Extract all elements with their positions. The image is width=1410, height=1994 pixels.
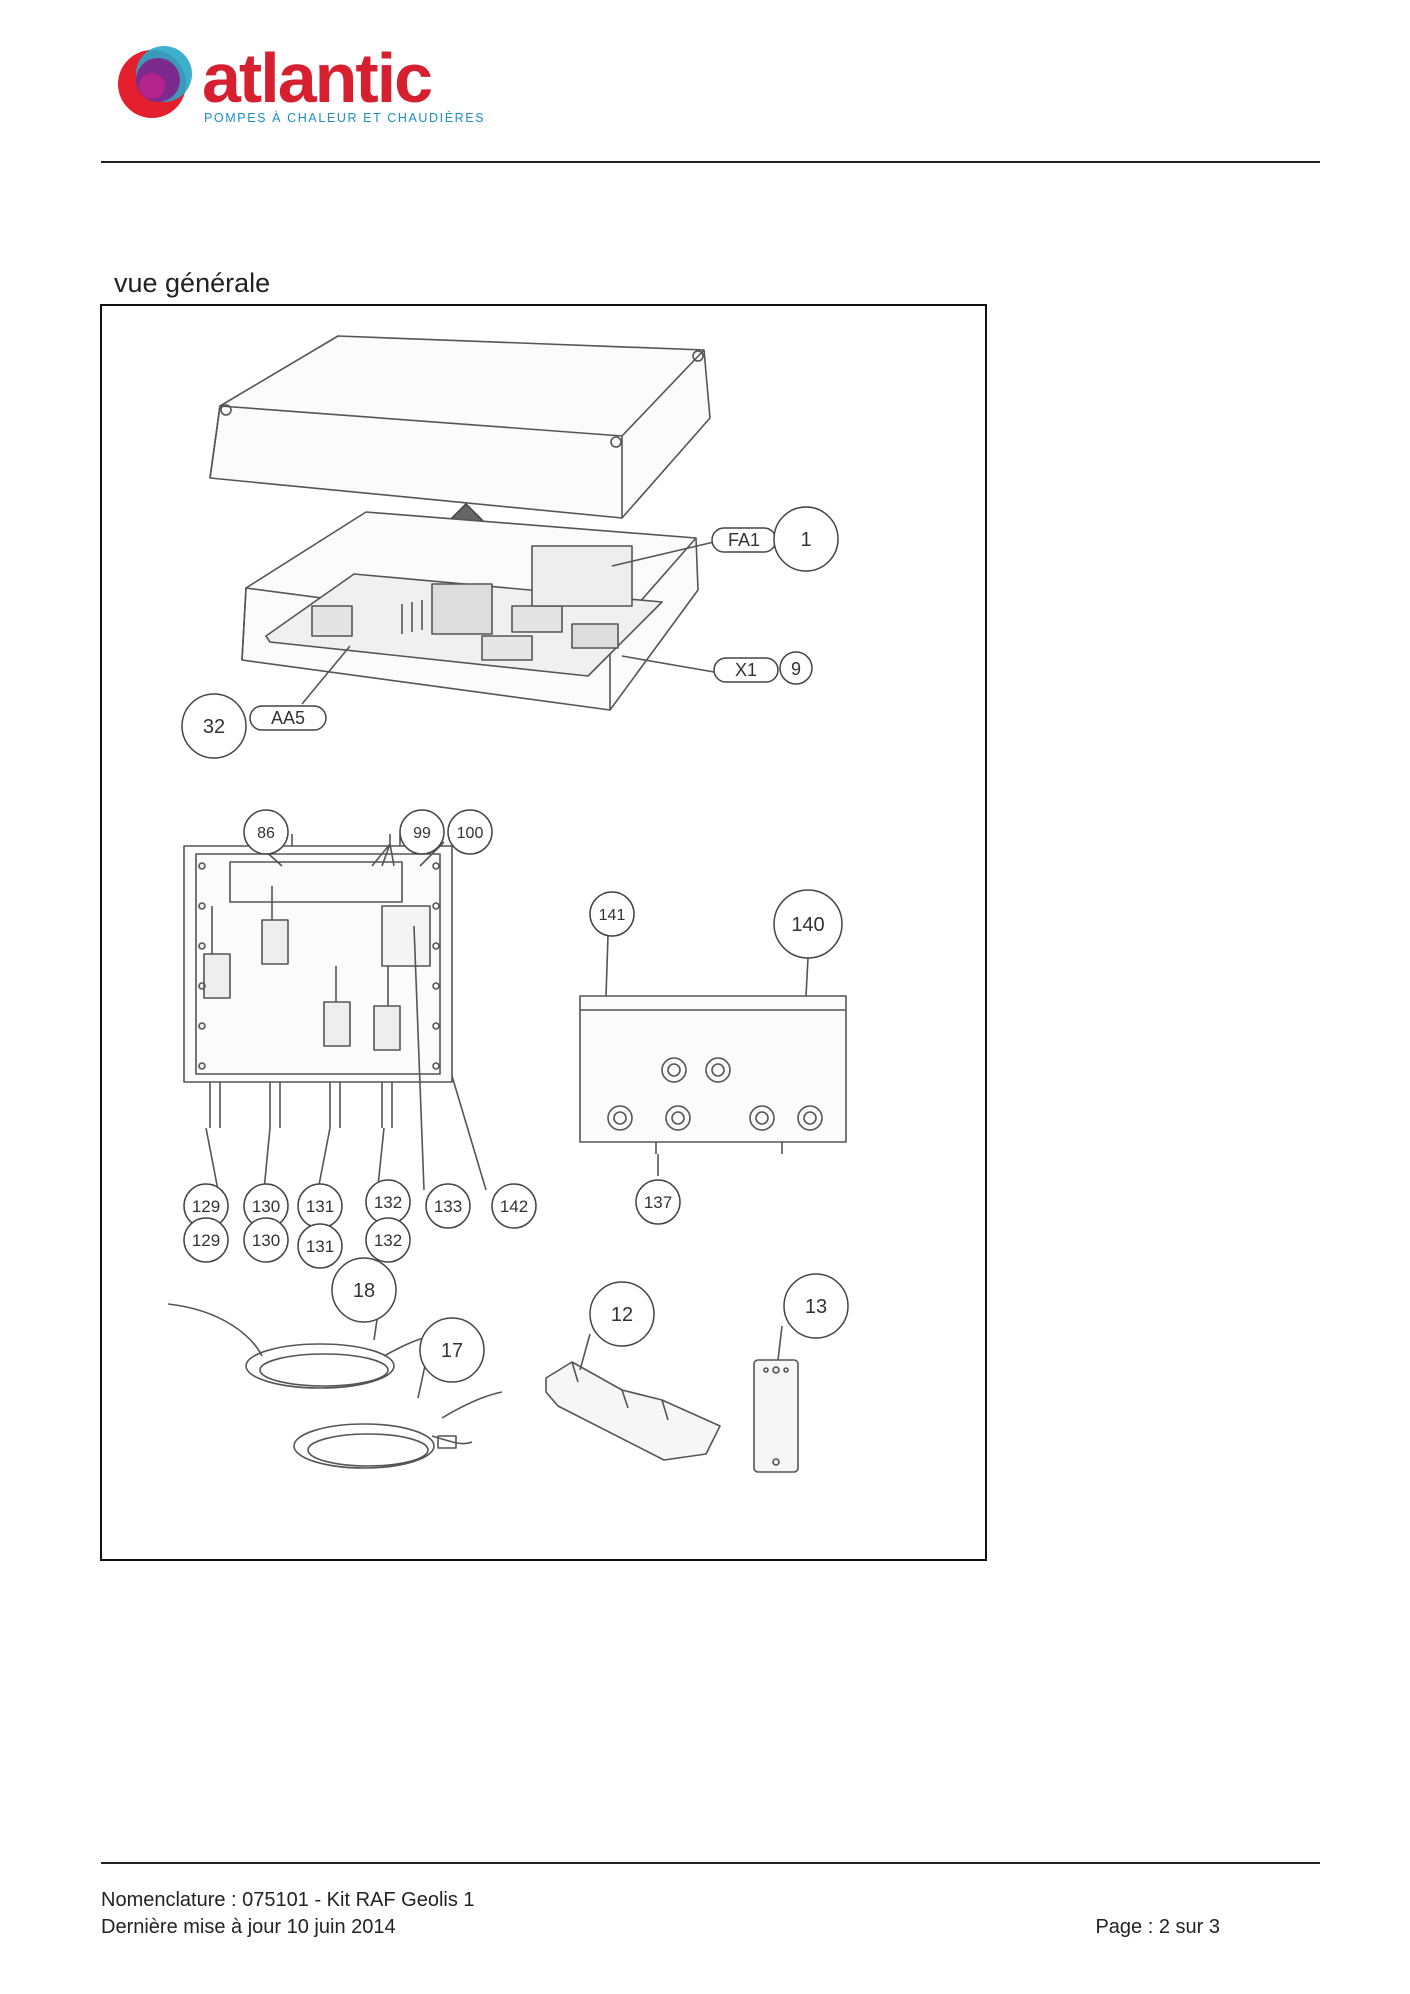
callout-141: 141 [599,907,626,924]
callout-131-upper: 131 [306,1197,334,1216]
callout-17: 17 [441,1340,463,1362]
label-x1: X1 [735,660,757,680]
callout-1: 1 [800,529,811,551]
callout-100: 100 [457,825,484,842]
cable-coils [167,1303,503,1469]
callout-132-lower: 132 [374,1231,402,1250]
diagram-frame [100,304,987,1561]
housing-cover [209,335,711,519]
callout-32: 32 [203,716,225,738]
label-fa1: FA1 [728,530,760,550]
footer-page-number: Page : 2 sur 3 [1095,1916,1220,1938]
mounting-plate [753,1359,799,1473]
header-divider [101,161,1320,163]
callout-86: 86 [257,825,275,842]
brand-wordmark: atlantic [202,39,433,117]
callout-133: 133 [434,1197,462,1216]
mounting-bracket [545,1361,721,1461]
callout-129-upper: 129 [192,1197,220,1216]
callout-140: 140 [791,914,824,936]
footer-nomenclature: Nomenclature : 075101 - Kit RAF Geolis 1 [101,1889,475,1911]
callout-142: 142 [500,1197,528,1216]
callout-18: 18 [353,1280,375,1302]
callout-137: 137 [644,1193,672,1212]
callout-132-upper: 132 [374,1193,402,1212]
label-aa5: AA5 [271,708,305,728]
exploded-view-diagram: FA1 X1 AA5 1 9 32 86 99 100 141 140 129 … [167,335,849,1473]
hydraulic-module [183,834,453,1128]
callout-99: 99 [413,825,431,842]
footer-last-update: Dernière mise à jour 10 juin 2014 [101,1916,396,1938]
brand-logo: atlantic POMPES À CHALEUR ET CHAUDIÈRES [112,38,492,128]
brand-tagline: POMPES À CHALEUR ET CHAUDIÈRES [204,111,486,125]
callout-12: 12 [611,1304,633,1326]
callout-131-lower: 131 [306,1237,334,1256]
callout-130-upper: 130 [252,1197,280,1216]
logo-mark-icon [118,46,192,118]
callout-129-lower: 129 [192,1231,220,1250]
control-cabinet [579,995,847,1154]
callout-9: 9 [791,659,801,679]
callout-13: 13 [805,1296,827,1318]
housing-base [241,511,699,711]
section-title: vue générale [114,268,271,298]
callout-130-lower: 130 [252,1231,280,1250]
footer-divider [101,1862,1320,1864]
